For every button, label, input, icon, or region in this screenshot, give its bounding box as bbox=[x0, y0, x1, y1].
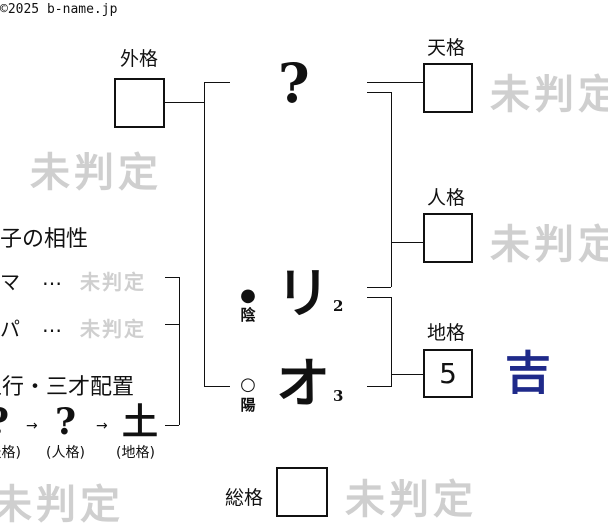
chikaku-bracket-top bbox=[367, 297, 391, 298]
name-top-char: ? bbox=[278, 51, 310, 115]
name-char-1: リ bbox=[276, 261, 330, 325]
sansai-char-1: ? bbox=[0, 404, 9, 440]
chikaku-value: 5 bbox=[439, 357, 457, 390]
tenkaku-value bbox=[425, 65, 471, 111]
jinkaku-value bbox=[425, 215, 471, 261]
soukaku-label: 総格 bbox=[225, 487, 264, 509]
sansai-arrow-2: → bbox=[96, 418, 108, 434]
sansai-sub-2: (人格) bbox=[46, 445, 85, 461]
jinkaku-box bbox=[423, 213, 473, 263]
compat-bracket-bottom bbox=[165, 425, 179, 426]
compat-row-mama-label: ママ bbox=[0, 270, 20, 294]
jinkaku-judgement: 未判定 bbox=[490, 221, 608, 268]
chikaku-judgement: 吉 bbox=[505, 346, 551, 400]
name-char-2: オ bbox=[276, 351, 330, 415]
tenkaku-label: 天格 bbox=[427, 37, 466, 59]
chikaku-label: 地格 bbox=[427, 322, 466, 344]
gaikaku-judgement: 未判定 bbox=[30, 149, 162, 196]
stroke-count-1: 2 bbox=[333, 297, 344, 315]
compat-row-mama-dots: … bbox=[42, 266, 62, 290]
tenkaku-judgement: 未判定 bbox=[490, 71, 608, 118]
compat-bracket-mid bbox=[165, 324, 179, 325]
compat-row-papa-result: 未判定 bbox=[80, 317, 146, 341]
compat-title: 親子の相性 bbox=[0, 227, 89, 252]
gaikaku-value bbox=[116, 80, 163, 126]
chikaku-connector bbox=[391, 374, 424, 375]
chikaku-bracket-bottom bbox=[367, 386, 391, 387]
yinyang-mark-2: ○ bbox=[240, 374, 256, 395]
gaikaku-bracket bbox=[204, 82, 205, 387]
copyright-text: ©2025 b-name.jp bbox=[0, 2, 118, 17]
sansai-char-3: 土 bbox=[122, 401, 159, 443]
jinkaku-bracket-top bbox=[367, 92, 391, 93]
sansai-sub-3: (地格) bbox=[116, 445, 155, 461]
chikaku-bracket bbox=[391, 297, 392, 387]
yinyang-mark-1: ● bbox=[240, 285, 256, 306]
bottom-left-judgement: 未判定 bbox=[0, 481, 124, 528]
compat-bracket-top bbox=[165, 277, 179, 278]
yinyang-label-2: 陽 bbox=[240, 396, 256, 414]
jinkaku-bracket bbox=[391, 92, 392, 287]
gaikaku-bracket-top bbox=[204, 82, 230, 83]
soukaku-value bbox=[278, 469, 326, 515]
jinkaku-connector bbox=[391, 242, 424, 243]
jinkaku-bracket-bottom bbox=[367, 287, 391, 288]
soukaku-box bbox=[276, 467, 328, 517]
gaikaku-bracket-bottom bbox=[204, 386, 230, 387]
yinyang-label-1: 陰 bbox=[240, 306, 256, 324]
sansai-sub-1: (天格) bbox=[0, 445, 21, 461]
gaikaku-box bbox=[114, 78, 165, 128]
compat-row-mama-result: 未判定 bbox=[80, 270, 146, 294]
compat-row-papa-dots: … bbox=[42, 313, 62, 337]
jinkaku-label: 人格 bbox=[427, 187, 466, 209]
compat-bracket bbox=[179, 277, 180, 425]
gaikaku-connector bbox=[165, 102, 205, 103]
sansai-title: 五行・三才配置 bbox=[0, 375, 135, 400]
tenkaku-box bbox=[423, 63, 473, 113]
compat-row-papa-label: パパ bbox=[0, 317, 20, 341]
sansai-arrow-1: → bbox=[26, 418, 38, 434]
soukaku-judgement: 未判定 bbox=[345, 476, 477, 523]
stroke-count-2: 3 bbox=[333, 387, 344, 405]
tenkaku-connector bbox=[367, 82, 424, 83]
sansai-char-2: ? bbox=[55, 401, 77, 443]
chikaku-box: 5 bbox=[423, 349, 473, 398]
gaikaku-label: 外格 bbox=[120, 48, 159, 70]
